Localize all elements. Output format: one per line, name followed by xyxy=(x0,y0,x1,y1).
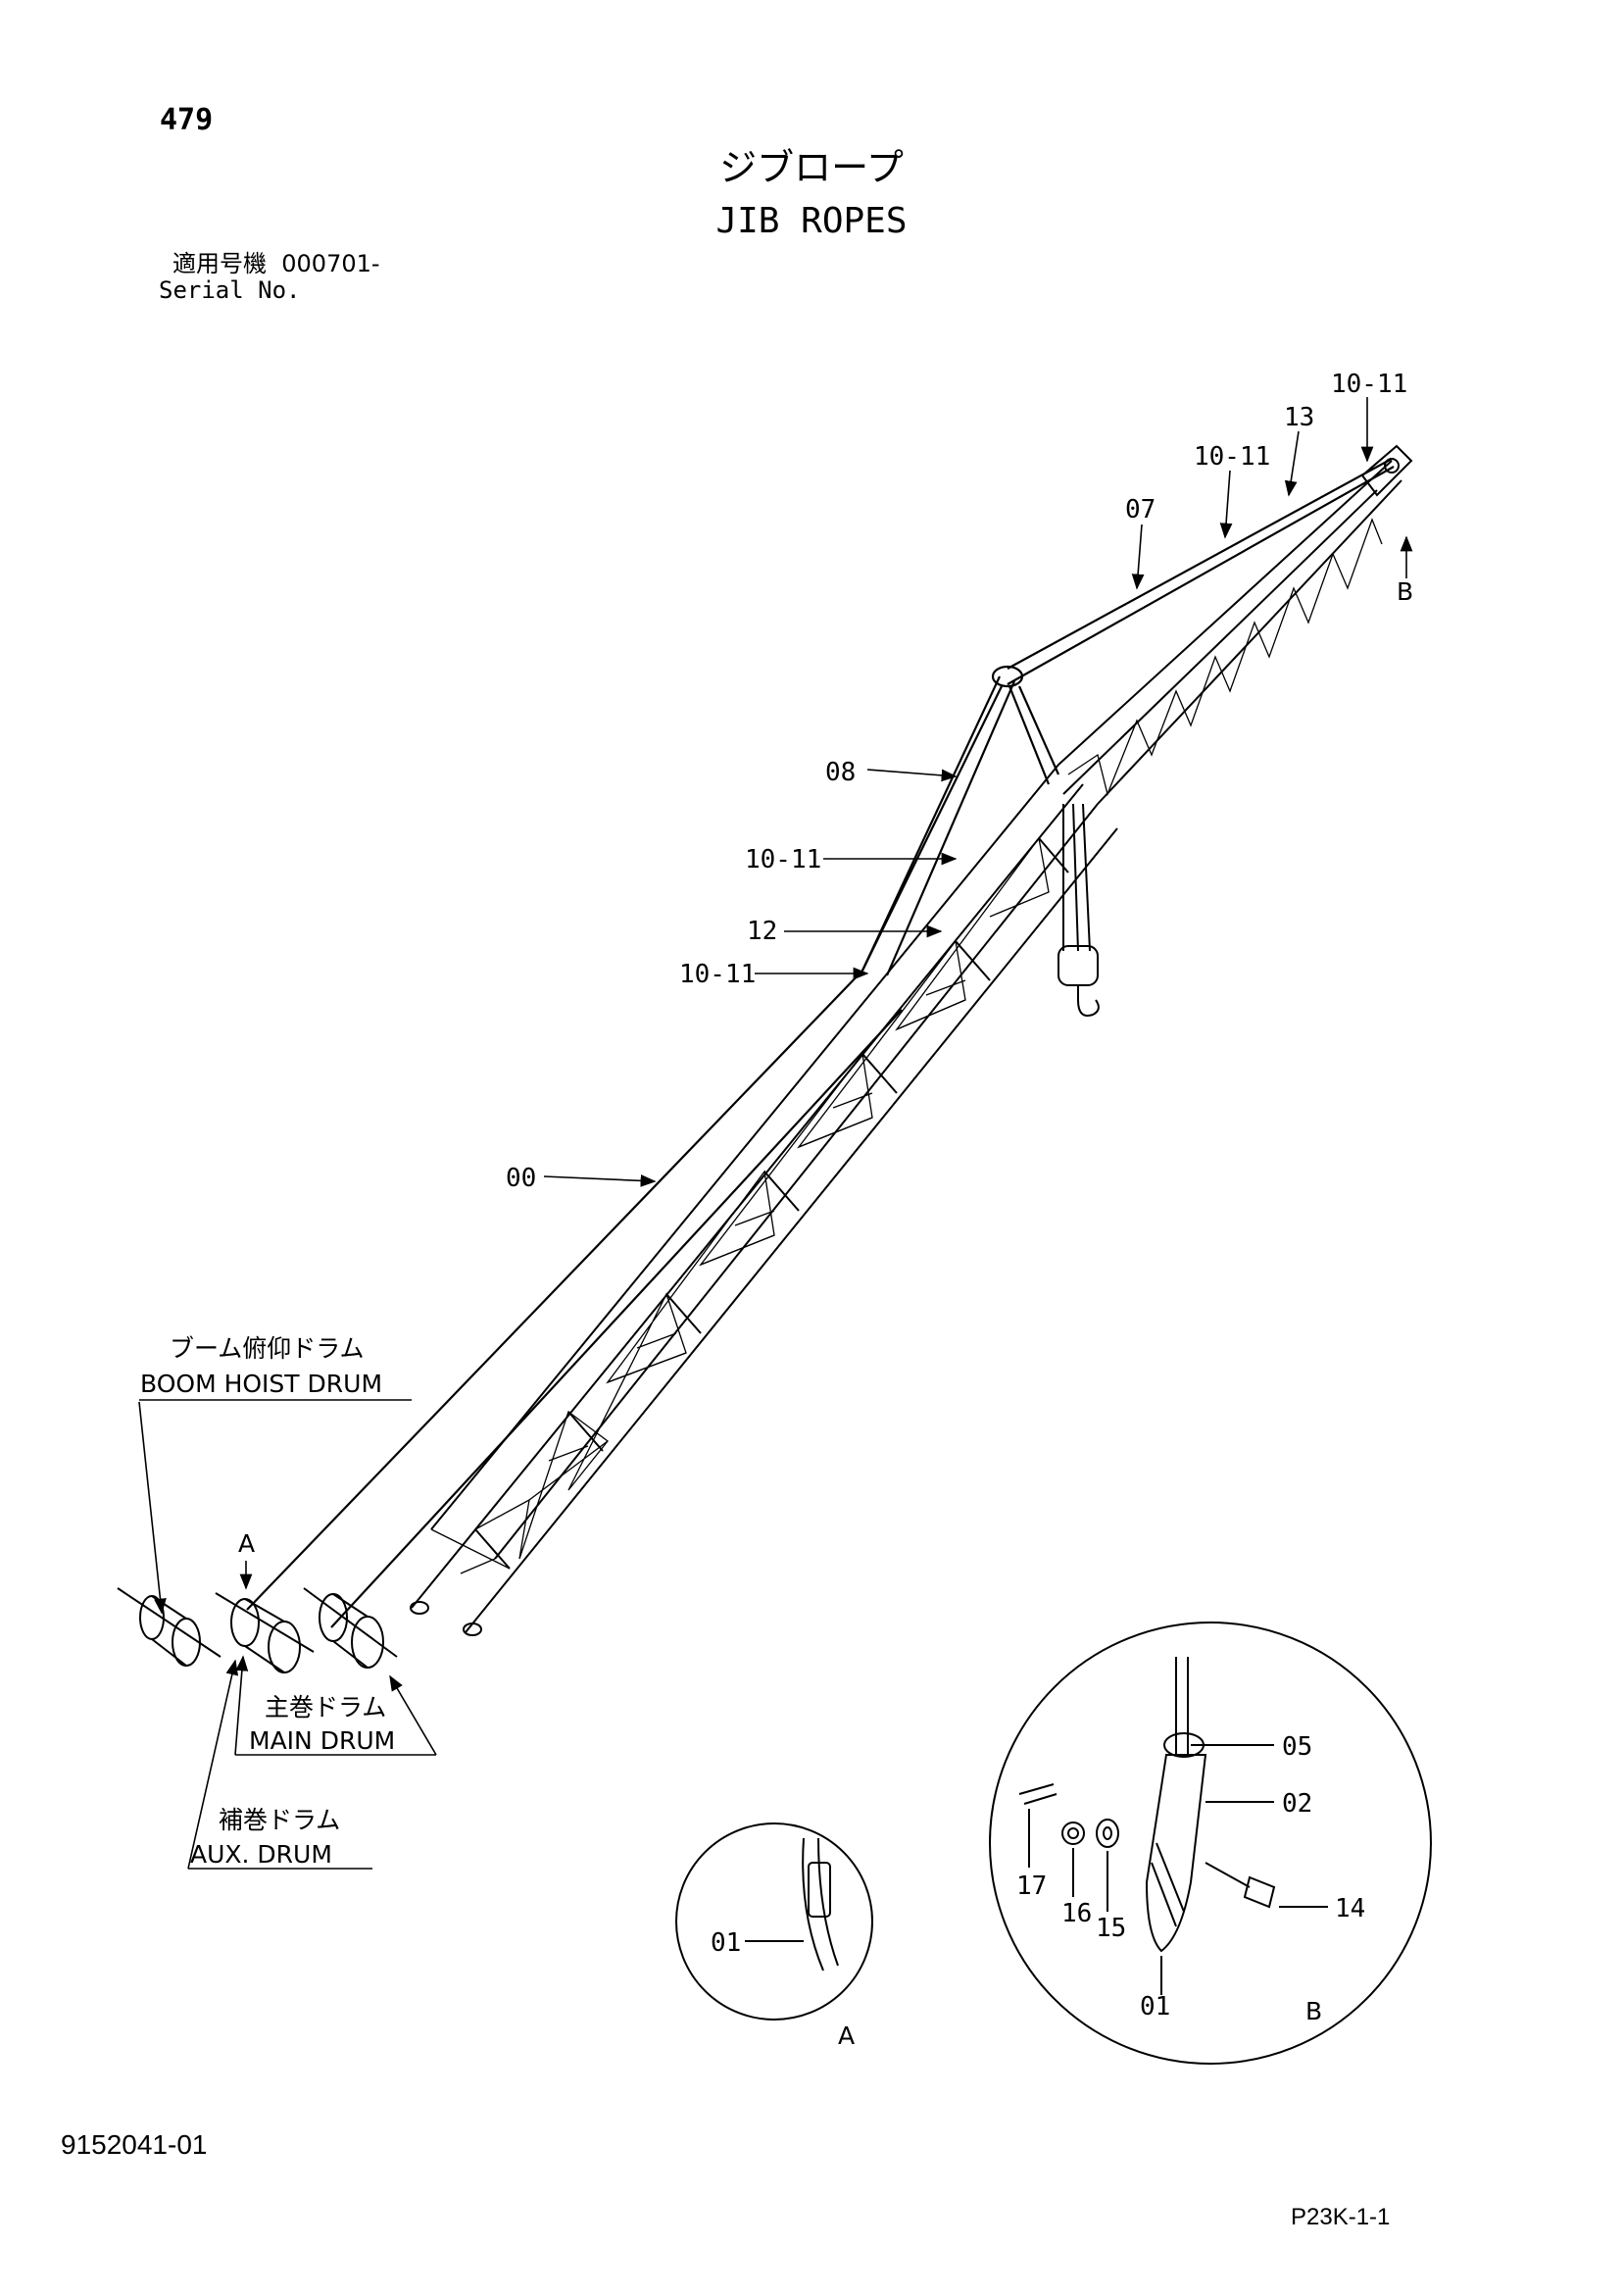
serial-label-japanese: 適用号機 000701- xyxy=(172,252,380,275)
boom-hoist-drum-label-en: BOOM HOIST DRUM xyxy=(140,1370,382,1398)
drawing-number: 9152041-01 xyxy=(61,2129,208,2160)
aux-drum-label-ja: 補巻ドラム xyxy=(219,1806,340,1834)
page-code: P23K-1-1 xyxy=(1291,2204,1391,2230)
boom-hoist-drum xyxy=(117,1587,221,1667)
callout-02: 02 xyxy=(1282,1789,1312,1819)
boom-lattice xyxy=(410,764,1118,1636)
callout-10-11-top: 10-11 xyxy=(1331,370,1407,399)
callout-14: 14 xyxy=(1335,1894,1365,1923)
jib-ropes xyxy=(246,458,1395,1628)
callout-10-11-lower: 10-11 xyxy=(679,960,756,989)
main-drum-label-en: MAIN DRUM xyxy=(249,1726,395,1755)
title-english: JIB ROPES xyxy=(715,201,908,241)
serial-value: 000701- xyxy=(281,250,380,277)
detail-b-label: B xyxy=(1305,1997,1322,2025)
callout-10-11-mid: 10-11 xyxy=(745,845,821,874)
callout-10-11-upper: 10-11 xyxy=(1194,442,1270,472)
jib-lattice xyxy=(1057,444,1413,805)
main-drum xyxy=(215,1592,315,1673)
main-drum-label-ja: 主巻ドラム xyxy=(265,1693,386,1722)
callout-07: 07 xyxy=(1125,495,1156,524)
aux-drum-label-en: AUX. DRUM xyxy=(190,1840,332,1869)
boom-lacing xyxy=(430,836,1050,1574)
callout-leaders xyxy=(239,397,1413,1590)
jib-strut xyxy=(861,665,1060,976)
view-marker-a: A xyxy=(238,1529,255,1558)
detail-a-label: A xyxy=(838,2021,855,2050)
callout-17: 17 xyxy=(1016,1872,1047,1901)
serial-label-ja-text: 適用号機 xyxy=(172,250,267,277)
callout-08: 08 xyxy=(825,758,856,787)
serial-label-english: Serial No. xyxy=(159,276,301,304)
callout-15: 15 xyxy=(1096,1914,1126,1943)
callout-01-detail-b: 01 xyxy=(1140,1992,1170,2021)
callout-00: 00 xyxy=(506,1164,536,1193)
detail-a xyxy=(675,1822,873,2021)
callout-13: 13 xyxy=(1284,403,1314,432)
aux-drum xyxy=(303,1587,398,1669)
callout-01-detail-a: 01 xyxy=(711,1928,741,1958)
page-number: 479 xyxy=(160,103,214,137)
drum-leaders xyxy=(138,1399,437,1870)
title-japanese: ジブロープ xyxy=(719,146,904,189)
callout-05: 05 xyxy=(1282,1732,1312,1762)
hook-block xyxy=(1057,803,1100,1017)
callout-12: 12 xyxy=(747,917,777,946)
view-marker-b: B xyxy=(1397,577,1413,606)
detail-b xyxy=(989,1622,1432,2065)
callout-16: 16 xyxy=(1061,1899,1092,1928)
boom-hoist-drum-label-ja: ブーム俯仰ドラム xyxy=(170,1334,365,1363)
